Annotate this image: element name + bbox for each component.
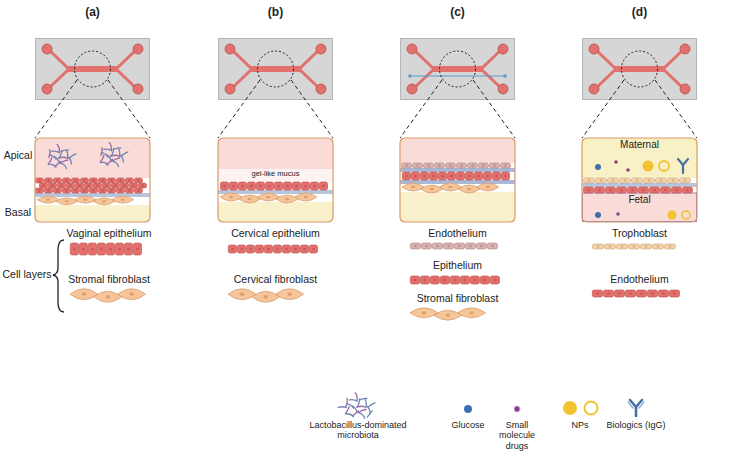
mucus-band: gel-like mucus [218, 169, 333, 182]
panel-letter: (a) [85, 5, 100, 19]
panel-letter: (c) [450, 5, 465, 19]
epithelial-cells [592, 244, 675, 249]
fibroblast-cells [402, 183, 499, 193]
layer-label: Apical [4, 149, 33, 162]
epithelial-cells [35, 188, 142, 193]
chip-icon [583, 39, 697, 100]
layer-label: Basal [5, 206, 31, 219]
region-label: Fetal [628, 194, 650, 206]
chip-icon [219, 39, 333, 100]
fibroblast-cells [410, 308, 486, 320]
lactobacillus [338, 393, 375, 418]
fibroblast-cells [70, 289, 146, 303]
legend-text: NPs [560, 420, 600, 430]
chip-icon [36, 39, 150, 100]
lactobacillus [100, 143, 128, 167]
channel-region: Fetal [582, 194, 697, 207]
epithelial-cells [402, 172, 509, 180]
brace [53, 240, 64, 312]
epithelial-cells [35, 178, 142, 183]
layer-label: Endothelium [428, 227, 486, 240]
epithelial-cells [583, 187, 692, 193]
epithelial-cells [70, 243, 141, 255]
chip-icon [401, 39, 515, 100]
panel-letter: (b) [268, 5, 283, 19]
region-label: gel-like mucus [252, 169, 300, 178]
epithelial-cells [401, 163, 510, 168]
epithelial-cells [583, 178, 690, 183]
legend-text: Biologics (IgG) [604, 420, 668, 430]
layer-label: Vaginal epithelium [66, 227, 151, 240]
epithelial-cells [39, 183, 146, 188]
epithelial-cells [410, 243, 497, 249]
layer-label: Epithelium [433, 259, 482, 272]
fibroblast-cells [220, 193, 317, 203]
epithelial-cells [220, 182, 327, 190]
layer-label: Stromal fibroblast [417, 292, 499, 305]
section-d [582, 138, 697, 222]
fibroblast-cells [37, 196, 134, 205]
layer-label: Stromal fibroblast [68, 273, 150, 286]
region-label: Maternal [620, 139, 659, 151]
epithelial-cells [410, 276, 499, 284]
layer-label: Cell layers [2, 268, 51, 281]
fibroblast-cells [228, 289, 304, 303]
layer-label: Endothelium [610, 273, 668, 286]
lactobacillus [48, 145, 76, 169]
layer-label: Trophoblast [612, 227, 667, 240]
zoom-marks [35, 51, 697, 138]
layer-label: Cervical fibroblast [234, 273, 317, 286]
legend-icons [464, 400, 644, 416]
legend-text: Small molecule drugs [493, 420, 541, 451]
section-c [400, 138, 515, 222]
electrode-line [408, 74, 507, 78]
legend-text: Glucose [443, 420, 493, 430]
epithelial-cells [228, 245, 317, 253]
layer-label: Cervical epithelium [231, 227, 320, 240]
panel-letter: (d) [632, 5, 647, 19]
legend-text: Lactobacillus-dominated microbiota [308, 420, 408, 441]
section-a [35, 138, 150, 222]
channel-region: Maternal [582, 139, 697, 153]
epithelial-cells [592, 290, 679, 297]
section-b [218, 138, 333, 222]
section-outline [35, 138, 697, 222]
